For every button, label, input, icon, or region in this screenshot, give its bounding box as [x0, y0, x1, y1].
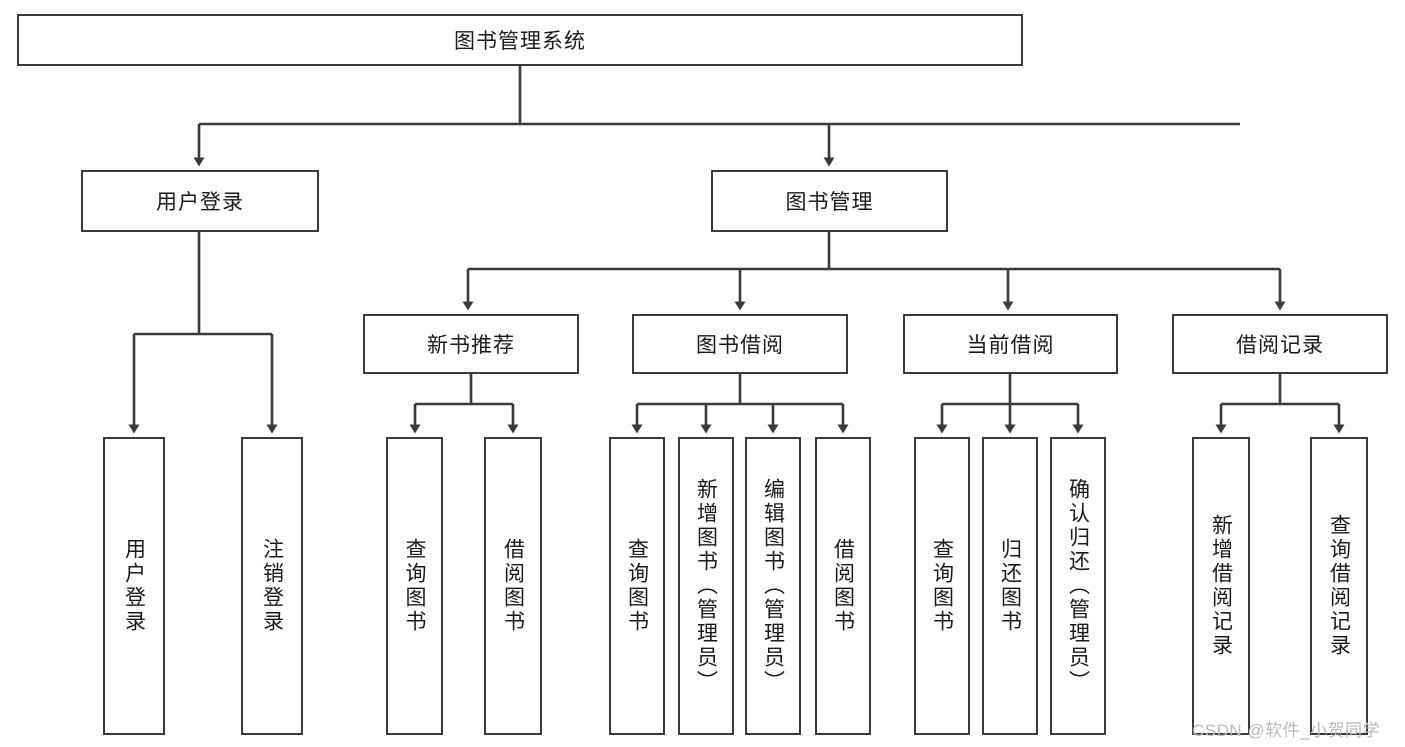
node-borrow-record[interactable]: 借阅记录: [1172, 314, 1388, 374]
node-leaf-borrow-book-1-label: 借阅图书: [501, 538, 525, 634]
node-leaf-confirm-return-label: 确认归还（管理员）: [1066, 478, 1090, 694]
node-user-login-label: 用户登录: [156, 191, 244, 214]
node-root-label: 图书管理系统: [454, 30, 586, 53]
node-leaf-query-book-1[interactable]: 查询图书: [386, 437, 443, 735]
node-book-borrow[interactable]: 图书借阅: [632, 314, 848, 374]
node-leaf-query-book-2-label: 查询图书: [625, 538, 649, 634]
node-book-manage[interactable]: 图书管理: [711, 170, 948, 232]
node-leaf-query-book-2[interactable]: 查询图书: [609, 437, 665, 735]
node-leaf-borrow-book-2[interactable]: 借阅图书: [815, 437, 871, 735]
node-leaf-return-book[interactable]: 归还图书: [982, 437, 1038, 735]
node-leaf-query-book-1-label: 查询图书: [403, 538, 426, 634]
node-leaf-borrow-book-1[interactable]: 借阅图书: [484, 437, 542, 735]
node-new-book-rec[interactable]: 新书推荐: [363, 314, 579, 374]
node-leaf-query-book-3[interactable]: 查询图书: [914, 437, 970, 735]
watermark-text: CSDN @软件_小贺同学: [1192, 721, 1381, 740]
node-leaf-edit-book-label: 编辑图书（管理员）: [761, 478, 785, 694]
node-leaf-add-book[interactable]: 新增图书（管理员）: [678, 437, 734, 735]
node-book-manage-label: 图书管理: [785, 191, 874, 214]
node-leaf-add-book-label: 新增图书（管理员）: [694, 478, 718, 694]
node-leaf-user-logout-label: 注销登录: [260, 538, 284, 634]
node-leaf-user-login[interactable]: 用户登录: [103, 437, 165, 735]
node-current-borrow[interactable]: 当前借阅: [903, 314, 1118, 374]
node-leaf-query-record[interactable]: 查询借阅记录: [1310, 437, 1368, 735]
node-root[interactable]: 图书管理系统: [17, 14, 1023, 66]
node-leaf-user-logout[interactable]: 注销登录: [241, 437, 303, 735]
node-leaf-query-record-label: 查询借阅记录: [1327, 514, 1351, 658]
node-leaf-confirm-return[interactable]: 确认归还（管理员）: [1050, 437, 1106, 735]
node-leaf-query-book-3-label: 查询图书: [930, 538, 954, 634]
node-leaf-return-book-label: 归还图书: [998, 538, 1022, 634]
node-leaf-user-login-label: 用户登录: [122, 538, 146, 634]
node-book-borrow-label: 图书借阅: [696, 334, 784, 357]
watermark: CSDN @软件_小贺同学: [1192, 716, 1380, 741]
node-leaf-borrow-book-2-label: 借阅图书: [831, 538, 855, 634]
node-leaf-add-record-label: 新增借阅记录: [1209, 514, 1233, 658]
node-current-borrow-label: 当前借阅: [966, 334, 1055, 357]
node-new-book-rec-label: 新书推荐: [427, 334, 515, 357]
node-leaf-edit-book[interactable]: 编辑图书（管理员）: [745, 437, 801, 735]
node-borrow-record-label: 借阅记录: [1236, 334, 1324, 357]
node-user-login[interactable]: 用户登录: [81, 170, 319, 232]
node-leaf-add-record[interactable]: 新增借阅记录: [1192, 437, 1250, 735]
